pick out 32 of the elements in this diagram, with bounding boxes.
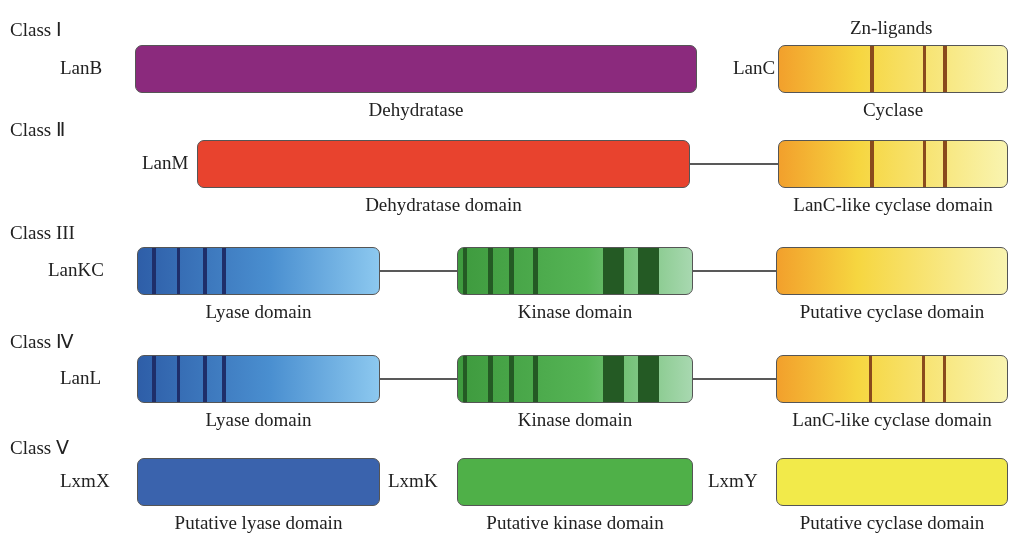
connector-line — [692, 270, 777, 272]
annotation-label: Zn-ligands — [850, 17, 933, 39]
class-label: Class Ⅰ — [10, 18, 62, 41]
protein-name: LanL — [60, 367, 102, 389]
domain-label: Dehydratase — [367, 99, 465, 121]
protein-name: LanKC — [48, 259, 104, 281]
protein-name: LxmK — [388, 470, 438, 492]
connector-line — [692, 378, 777, 380]
class-label: Class Ⅱ — [10, 118, 65, 141]
domain-label: Kinase domain — [516, 301, 634, 323]
class-label: Class Ⅳ — [10, 330, 74, 353]
domain-label: Putative kinase domain — [485, 512, 665, 534]
protein-name: LanM — [142, 152, 189, 174]
domain-label: Putative lyase domain — [173, 512, 344, 534]
domain-label: Lyase domain — [204, 409, 313, 431]
connector-line — [379, 378, 458, 380]
protein-name: LxmX — [60, 470, 110, 492]
class-label: Class Ⅴ — [10, 436, 69, 459]
connector-line — [689, 163, 779, 165]
domain-label: Kinase domain — [516, 409, 634, 431]
protein-name: LanB — [60, 57, 103, 79]
domain-label: Putative cyclase domain — [798, 512, 986, 534]
domain-label: Putative cyclase domain — [798, 301, 986, 323]
domain-label: LanC-like cyclase domain — [792, 194, 994, 216]
class-label: Class III — [10, 222, 75, 244]
domain-label: Lyase domain — [204, 301, 313, 323]
domain-label: Cyclase — [861, 99, 925, 121]
domain-label: LanC-like cyclase domain — [791, 409, 993, 431]
protein-name: LanC — [733, 57, 776, 79]
protein-name: LxmY — [708, 470, 758, 492]
domain-label: Dehydratase domain — [364, 194, 523, 216]
connector-line — [379, 270, 458, 272]
